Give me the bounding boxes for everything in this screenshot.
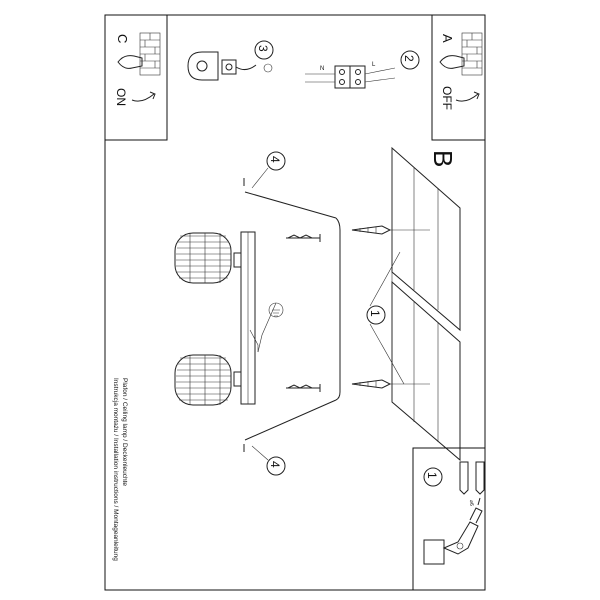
step-3-marker <box>254 40 274 60</box>
dowel-icon <box>351 225 430 235</box>
drill-step-marker <box>423 467 443 487</box>
lamp-shade-icon <box>174 232 232 284</box>
dowel-icon <box>459 461 469 495</box>
screw-icon <box>286 234 321 242</box>
hand-icon <box>117 55 143 69</box>
panel-b-letter: B <box>428 150 458 167</box>
panel-c-frame <box>104 14 168 141</box>
step-2-marker <box>400 50 420 70</box>
ground-symbol-icon <box>263 63 273 73</box>
step-4-marker-bottom <box>266 456 286 476</box>
drill-inset-frame <box>412 447 486 591</box>
drill-step-label: 1 <box>425 472 439 479</box>
dowel-icon <box>351 379 430 389</box>
panel-c-letter: C <box>115 34 130 43</box>
step-3-group: 3 <box>187 40 274 81</box>
sheet-frame <box>104 14 486 591</box>
hand-icon <box>439 55 465 69</box>
mounting-plate <box>244 191 341 441</box>
drill-size-label: ⌀6 <box>468 500 474 506</box>
caption-line-1: Instrukcja montażu / Installation instru… <box>112 378 119 561</box>
caption-line-2: Plafon / Ceiling lamp / Deckenleuchte <box>121 378 128 486</box>
arrow-icon <box>131 93 155 102</box>
ceiling-surface <box>391 146 461 462</box>
bracket-icon <box>187 51 219 81</box>
panel-a-frame <box>431 14 486 141</box>
step-1-label: 1 <box>368 310 382 317</box>
luminaire-bar <box>233 231 256 405</box>
panel-c-caption: ON <box>114 88 128 106</box>
step-3-label: 3 <box>256 45 270 52</box>
wire-mark-l: L <box>372 62 376 68</box>
wire-mark-n: N <box>320 66 324 72</box>
lamp-shade-icon <box>174 354 232 406</box>
screw-icon <box>286 384 321 392</box>
panel-a-letter: A <box>440 34 455 43</box>
screw-terminal-icon <box>221 59 237 75</box>
dowel-icon <box>475 461 485 495</box>
step-2-label: 2 <box>402 55 416 62</box>
step-4-label-bottom: 4 <box>268 461 282 468</box>
brick-wall-icon <box>461 32 483 76</box>
panel-a: A OFF <box>431 14 486 141</box>
connector-block-icon <box>334 65 366 89</box>
step-2-group: 2 N L <box>305 50 420 89</box>
panel-a-caption: OFF <box>440 86 454 110</box>
drill-icon <box>423 497 483 565</box>
step-4-label-top: 4 <box>268 156 282 163</box>
panel-c: C ON <box>104 14 168 141</box>
step-4-marker-top <box>266 151 286 171</box>
arrow-icon <box>455 93 479 102</box>
drill-inset: 1 ⌀6 <box>412 447 486 591</box>
brick-wall-icon <box>139 32 161 76</box>
step-1-marker <box>366 305 386 325</box>
